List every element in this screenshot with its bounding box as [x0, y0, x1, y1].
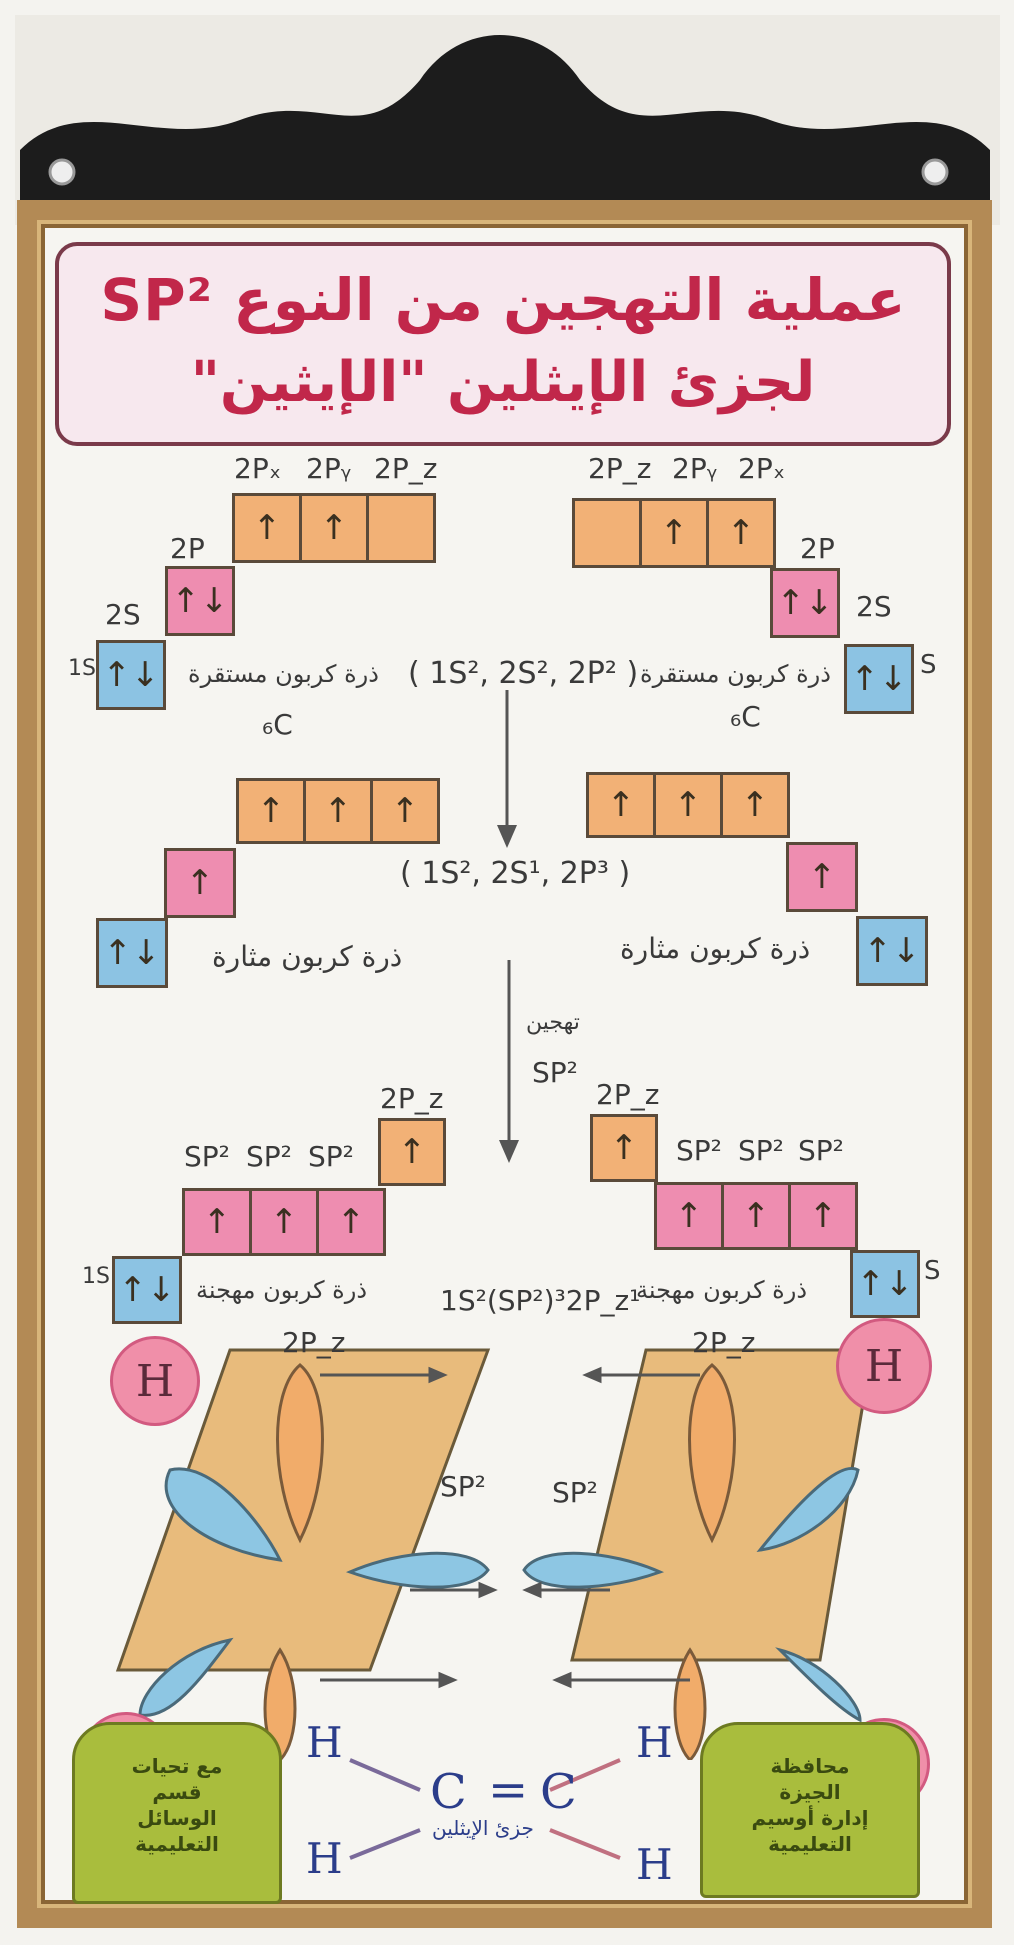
excited-config: ( 1S², 2S¹, 2P³ ): [400, 856, 631, 891]
ground-atom-left: ذرة كربون مستقرة: [188, 660, 379, 688]
sign-right-line: الجيزة: [779, 1780, 841, 1804]
down-arrow-2: [499, 960, 519, 1163]
label-2py-left: 2Pᵧ: [306, 452, 352, 485]
title-line-2: لجزئ الإيثلين "الإيثين": [190, 350, 816, 415]
title-line-1: عملية التهجين من النوع SP²: [100, 266, 906, 334]
label-1s-hybrid-left: 1S: [82, 1264, 110, 1289]
orbital-box: ↑: [720, 772, 790, 838]
ground-config: ( 1S², 2S², 2P² ): [408, 656, 639, 691]
label-sp2-bond-left: SP²: [440, 1470, 486, 1503]
excited-atom-right: ذرة كربون مثارة: [620, 932, 811, 965]
label-2p-left: 2P: [170, 532, 205, 565]
label-2py-right: 2Pᵧ: [672, 452, 718, 485]
label-2pz-left: 2P_z: [374, 452, 438, 485]
label-sp2-left-3: SP²: [308, 1140, 354, 1173]
orbital-box: ↑: [706, 498, 776, 568]
sign-left-line: التعليمية: [135, 1832, 219, 1856]
molecule-h-top-left: H: [306, 1718, 343, 1767]
ground-atom-right: ذرة كربون مستقرة: [640, 660, 831, 688]
sign-left-line: مع تحيات: [131, 1754, 223, 1778]
molecule-h-bottom-left: H: [306, 1834, 343, 1883]
sign-right-line: إدارة أوسيم: [751, 1806, 869, 1830]
orbital-box: ↑: [303, 778, 373, 844]
orbital-box: ↑: [654, 1182, 724, 1250]
orbital-box: ↑↓: [856, 916, 928, 986]
title-board: عملية التهجين من النوع SP² لجزئ الإيثلين…: [55, 242, 951, 446]
label-2pz-hybrid-left: 2P_z: [380, 1082, 444, 1115]
carbon-symbol-left: ₆C: [262, 708, 293, 741]
orbital-box: ↑: [370, 778, 440, 844]
label-sp2-right-3: SP²: [798, 1134, 844, 1167]
orbital-box: ↑: [164, 848, 236, 918]
label-1s-left: 1S: [68, 656, 96, 681]
label-2s-left: 2S: [105, 598, 141, 631]
ethylene-bonds: [349, 1758, 621, 1860]
hydrogen-atom: H: [836, 1318, 932, 1414]
hybridization-label: تهجين: [526, 1010, 580, 1035]
sign-right-line: محافظة: [770, 1754, 850, 1778]
label-2pz-right: 2P_z: [588, 452, 652, 485]
label-2px-left: 2Pₓ: [234, 452, 282, 485]
down-arrow-1: [497, 690, 517, 848]
orbital-box: ↑↓: [850, 1250, 920, 1318]
orbital-box: ↑↓: [165, 566, 235, 636]
orbital-box: ↑: [316, 1188, 386, 1256]
sign-left-line: الوسائل: [137, 1806, 217, 1830]
orbital-box: ↑↓: [770, 568, 840, 638]
orbital-box: ↑: [586, 772, 656, 838]
orbital-box: ↑: [786, 842, 858, 912]
orbital-box: ↑: [639, 498, 709, 568]
bonding-diagram: [115, 1348, 874, 1760]
orbital-box: [572, 498, 642, 568]
orbital-box: ↑: [378, 1118, 446, 1186]
orbital-box: [366, 493, 436, 563]
orbital-box: ↑: [182, 1188, 252, 1256]
orbital-box: ↑↓: [112, 1256, 182, 1324]
hydrogen-atom: H: [110, 1336, 200, 1426]
molecule-double-bond: =: [488, 1762, 529, 1818]
label-2pz-bond-left: 2P_z: [282, 1326, 346, 1359]
orbital-box: ↑: [721, 1182, 791, 1250]
label-s-right: S: [920, 650, 937, 680]
orbital-box: ↑↓: [844, 644, 914, 714]
orbital-box: ↑: [236, 778, 306, 844]
hybrid-config: 1S²(SP²)³2P_z¹: [440, 1284, 641, 1317]
molecule-c-right: C: [540, 1764, 577, 1820]
label-2p-right: 2P: [800, 532, 835, 565]
orbital-box: ↑↓: [96, 640, 166, 710]
label-2s-right: 2S: [856, 590, 892, 623]
label-sp2-right-2: SP²: [738, 1134, 784, 1167]
hybrid-atom-left: ذرة كربون مهجنة: [196, 1276, 367, 1304]
molecule-h-top-right: H: [636, 1718, 673, 1767]
sign-right: محافظة الجيزة إدارة أوسيم التعليمية: [700, 1722, 920, 1898]
orbital-box: ↑: [249, 1188, 319, 1256]
top-crest: [0, 0, 1014, 230]
molecule-c-left: C: [430, 1764, 467, 1820]
label-sp2-right-1: SP²: [676, 1134, 722, 1167]
molecule-h-bottom-right: H: [636, 1840, 673, 1889]
orbital-box: ↑: [788, 1182, 858, 1250]
sign-left: مع تحيات قسم الوسائل التعليمية: [72, 1722, 282, 1904]
label-sp2-bond-right: SP²: [552, 1476, 598, 1509]
label-2pz-bond-right: 2P_z: [692, 1326, 756, 1359]
orbital-box: ↑: [590, 1114, 658, 1182]
label-2px-right: 2Pₓ: [738, 452, 786, 485]
orbital-box: ↑↓: [96, 918, 168, 988]
hybrid-atom-right: ذرة كربون مهجنة: [636, 1276, 807, 1304]
sign-right-line: التعليمية: [768, 1832, 852, 1856]
orbital-box: ↑: [299, 493, 369, 563]
label-sp2-left-2: SP²: [246, 1140, 292, 1173]
label-sp2-left-1: SP²: [184, 1140, 230, 1173]
sign-left-line: قسم: [152, 1780, 202, 1804]
molecule-caption: جزئ الإيثلين: [432, 1816, 534, 1840]
orbital-box: ↑: [653, 772, 723, 838]
label-2pz-hybrid-right: 2P_z: [596, 1078, 660, 1111]
carbon-symbol-right: ₆C: [730, 700, 761, 733]
label-s-hybrid-right: S: [924, 1256, 941, 1286]
orbital-box: ↑: [232, 493, 302, 563]
excited-atom-left: ذرة كربون مثارة: [212, 940, 403, 973]
hybridization-type: SP²: [532, 1056, 578, 1089]
